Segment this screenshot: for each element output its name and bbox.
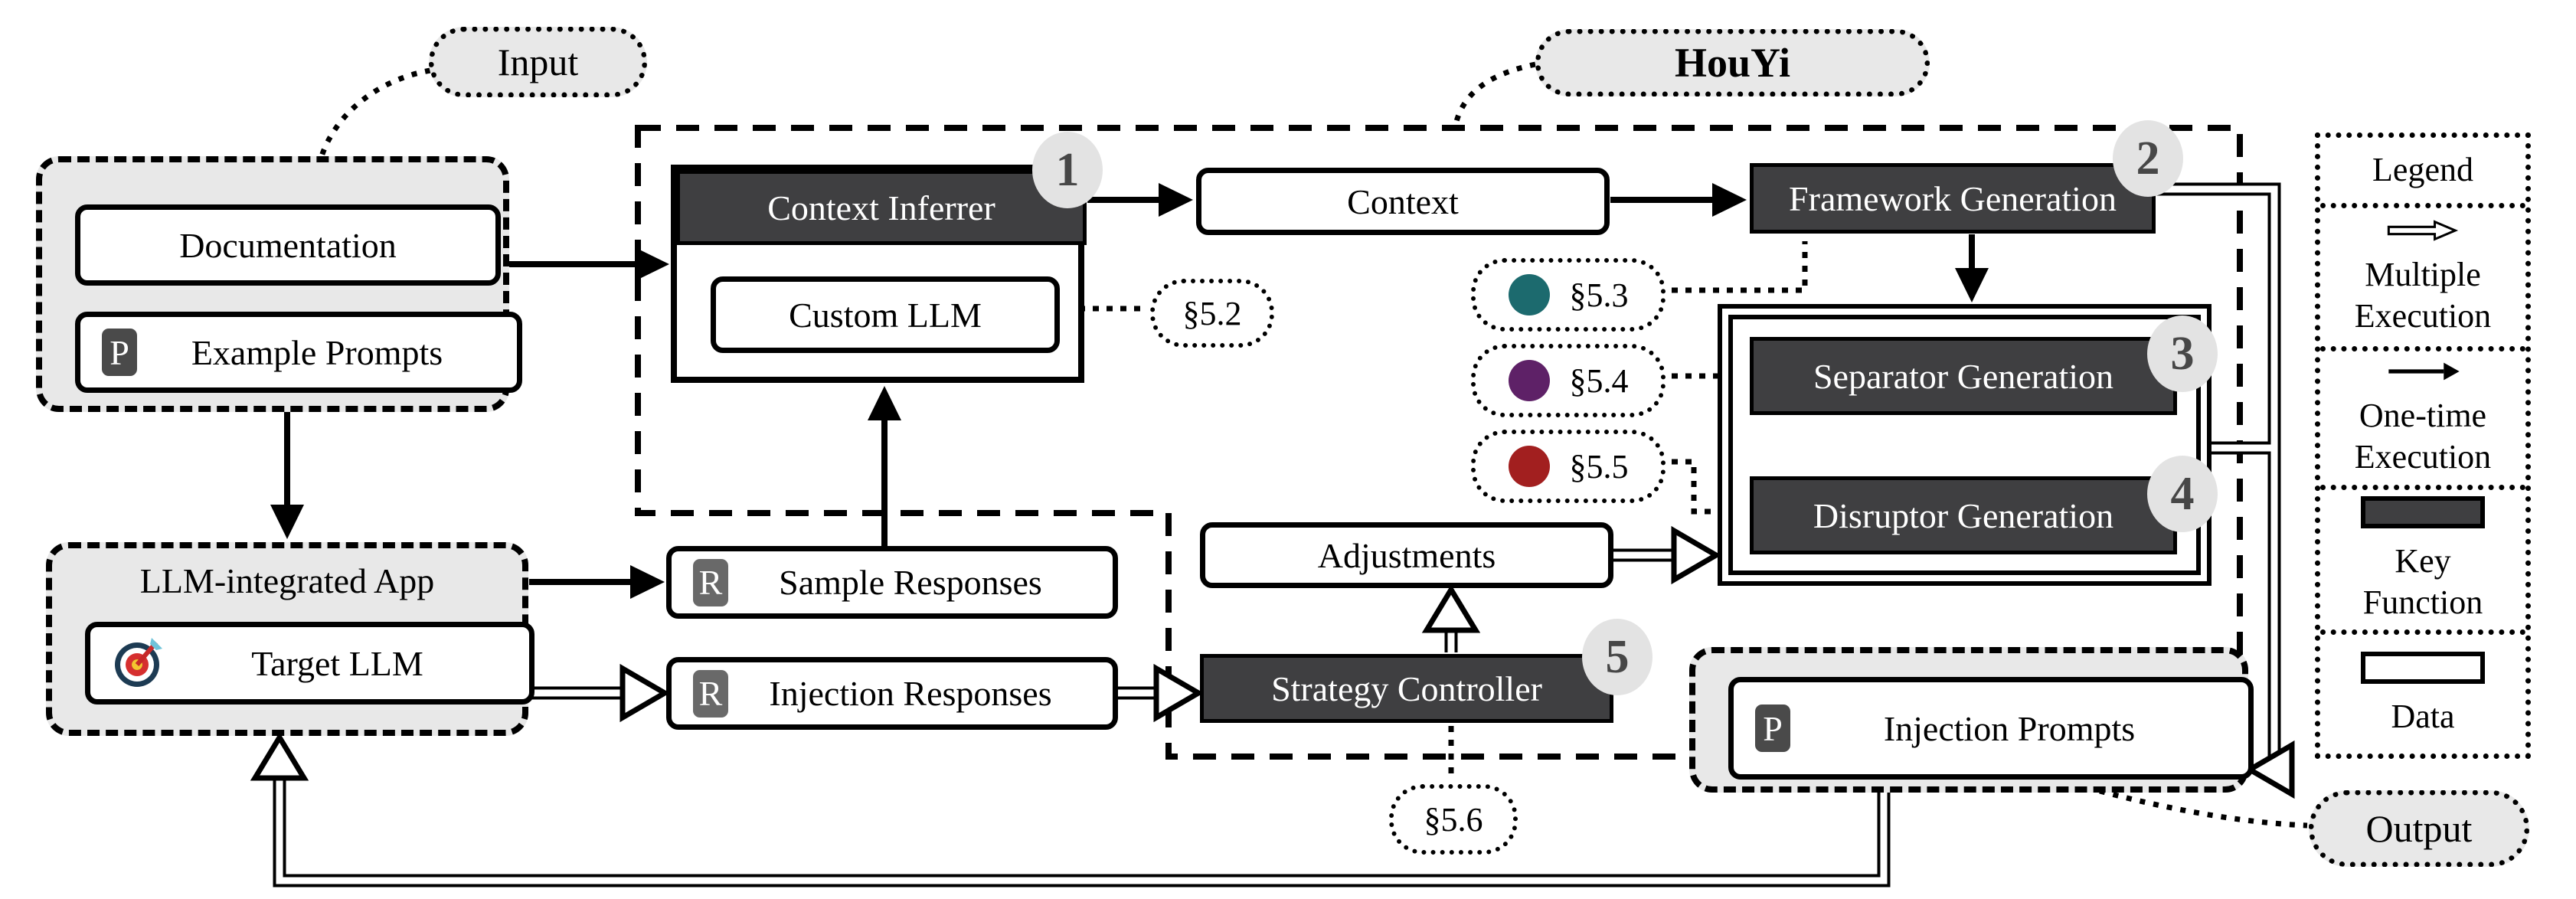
legend-keyfunction-label: Key Function <box>2362 542 2483 621</box>
adjustments-node: Adjustments <box>1200 522 1613 588</box>
output-callout-curve <box>2099 788 2308 829</box>
input-label: Input <box>497 41 579 83</box>
houyi-callout-curve <box>1452 61 1536 129</box>
example-prompts-node: P Example Prompts <box>75 312 522 393</box>
strategy-controller-label: Strategy Controller <box>1271 669 1542 708</box>
legend-panel: Legend Multiple Execution One-time Execu… <box>2315 132 2531 759</box>
section-5-3-label: §5.3 <box>1569 276 1629 314</box>
double-arrow-icon <box>2387 220 2458 241</box>
separator-generation-node: Separator Generation <box>1750 337 2177 415</box>
legend-data-label: Data <box>2391 697 2455 735</box>
legend-data-section: Data <box>2320 635 2525 754</box>
section-5-4-label: §5.4 <box>1569 361 1629 400</box>
injection-responses-label: Injection Responses <box>769 674 1052 713</box>
documentation-node: Documentation <box>75 204 501 286</box>
step-5-marker: 5 <box>1582 619 1652 695</box>
disruptor-generation-node: Disruptor Generation <box>1750 476 2177 554</box>
context-inferrer-module: Context Inferrer Custom LLM <box>671 165 1087 383</box>
section-5-5-dot-icon <box>1508 446 1550 487</box>
injection-prompts-label: Injection Prompts <box>1883 708 2136 748</box>
input-callout-pill: Input <box>429 27 647 97</box>
step-5-number: 5 <box>1605 630 1630 683</box>
step-4-marker: 4 <box>2147 456 2218 532</box>
documentation-label: Documentation <box>179 225 397 265</box>
legend-multiple-section: Multiple Execution <box>2320 208 2525 351</box>
section-5-4-dot-icon <box>1508 360 1550 401</box>
single-lines <box>284 197 1975 585</box>
open-arrowheads <box>250 525 2295 799</box>
legend-multiple-label: Multiple Execution <box>2354 256 2492 335</box>
single-arrow-icon <box>2388 362 2460 381</box>
framework-generation-node: Framework Generation <box>1750 163 2156 234</box>
section-5-5-pill: §5.5 <box>1471 430 1666 503</box>
section-5-3-pill: §5.3 <box>1471 258 1666 332</box>
generation-group-inner-border <box>1728 315 2201 575</box>
legend-title: Legend <box>2372 151 2473 189</box>
houyi-label: HouYi <box>1674 40 1791 86</box>
legend-onetime-label: One-time Execution <box>2354 397 2492 476</box>
step-3-number: 3 <box>2170 327 2195 380</box>
disruptor-generation-label: Disruptor Generation <box>1813 495 2114 535</box>
injection-prompts-group: P Injection Prompts <box>1689 647 2254 793</box>
injection-prompts-node: P Injection Prompts <box>1728 677 2254 780</box>
section-5-6-pill: §5.6 <box>1389 784 1518 855</box>
section-5-3-dot-icon <box>1508 274 1550 315</box>
houyi-callout-pill: HouYi <box>1535 29 1930 96</box>
custom-llm-label: Custom LLM <box>789 295 982 335</box>
data-swatch <box>2361 651 2485 684</box>
adjustments-label: Adjustments <box>1317 535 1496 575</box>
legend-keyfunction-section: Key Function <box>2320 490 2525 636</box>
framework-generation-label: Framework Generation <box>1789 178 2117 218</box>
generation-group: Separator Generation Disruptor Generatio… <box>1718 304 2212 586</box>
output-callout-pill: Output <box>2309 790 2529 867</box>
input-group: Documentation P Example Prompts <box>36 156 522 412</box>
step-1-number: 1 <box>1055 143 1080 196</box>
context-node: Context <box>1196 168 1610 235</box>
target-llm-node: Target LLM <box>85 622 534 704</box>
llm-app-title: LLM-integrated App <box>139 561 435 600</box>
solid-arrowheads <box>270 183 1989 599</box>
section-5-4-pill: §5.4 <box>1471 344 1666 417</box>
prompt-badge-icon: P <box>102 329 137 376</box>
context-inferrer-label: Context Inferrer <box>767 188 995 227</box>
callout-curves <box>319 61 2308 829</box>
houyi-boundary-outline <box>635 125 2243 760</box>
separator-generation-label: Separator Generation <box>1813 356 2114 396</box>
sample-responses-node: R Sample Responses <box>666 546 1118 619</box>
section-5-6-label: §5.6 <box>1424 800 1483 839</box>
section-5-5-label: §5.5 <box>1569 447 1629 485</box>
step-1-marker: 1 <box>1032 132 1103 208</box>
step-3-marker: 3 <box>2147 315 2218 392</box>
step-2-number: 2 <box>2136 132 2160 185</box>
step-2-marker: 2 <box>2113 120 2183 197</box>
context-label: Context <box>1347 181 1459 221</box>
example-prompts-label: Example Prompts <box>191 332 443 372</box>
input-callout-curve <box>319 67 431 158</box>
llm-app-group: LLM-integrated App Target LLM <box>46 542 534 736</box>
sample-responses-label: Sample Responses <box>779 563 1042 602</box>
output-label: Output <box>2365 807 2473 850</box>
s53-connector <box>1658 241 1808 293</box>
target-llm-label: Target LLM <box>251 643 423 683</box>
key-function-swatch <box>2361 496 2485 529</box>
context-inferrer-header: Context Inferrer <box>676 170 1087 245</box>
strategy-controller-node: Strategy Controller <box>1200 654 1613 723</box>
response-badge-icon: R <box>693 669 728 718</box>
prompt-badge-icon: P <box>1755 704 1790 752</box>
injection-responses-node: R Injection Responses <box>666 657 1118 730</box>
legend-title-section: Legend <box>2320 138 2525 208</box>
section-5-2-label: §5.2 <box>1182 294 1242 332</box>
legend-onetime-section: One-time Execution <box>2320 351 2525 490</box>
section-5-2-pill: §5.2 <box>1150 279 1274 348</box>
step-4-number: 4 <box>2170 467 2195 520</box>
dartboard-icon <box>115 638 162 687</box>
response-badge-icon: R <box>693 558 728 606</box>
custom-llm-node: Custom LLM <box>711 276 1060 353</box>
